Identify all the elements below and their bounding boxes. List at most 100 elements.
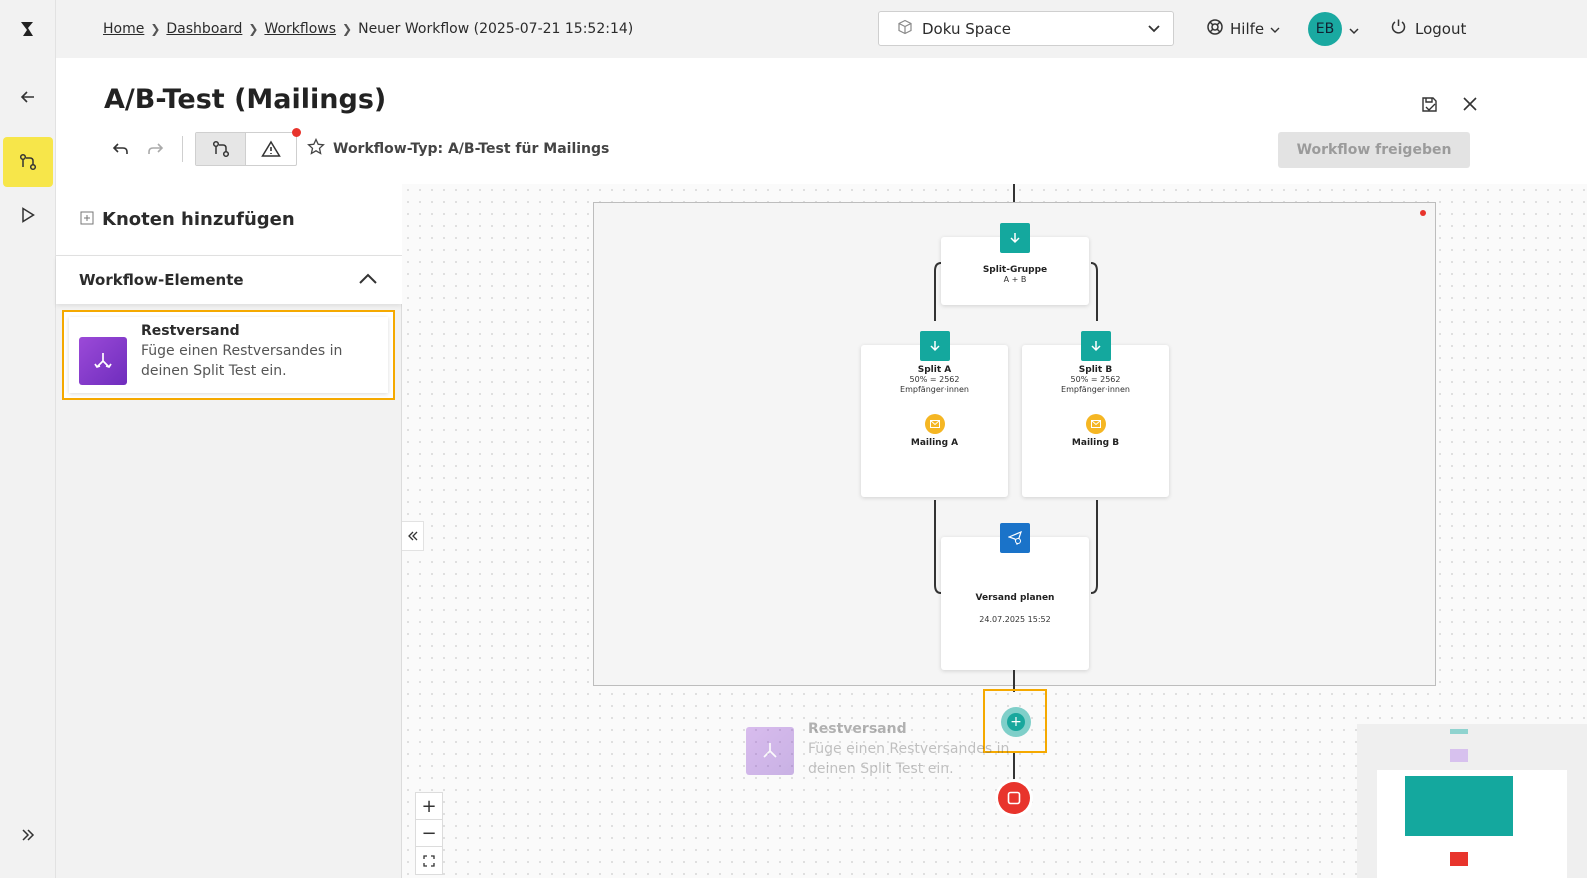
release-workflow-button[interactable]: Workflow freigeben [1278,132,1470,168]
chevron-down-icon[interactable] [1348,21,1360,40]
node-split-group[interactable]: Split-Gruppe A + B [941,223,1089,305]
zoom-in-button[interactable]: + [416,793,442,820]
ghost-description: Füge einen Restversandes in deinen Split… [808,741,1010,777]
app-logo[interactable] [0,0,56,58]
end-node-icon[interactable] [998,782,1030,814]
expand-rail-icon[interactable] [3,810,53,860]
close-icon[interactable] [1462,96,1478,116]
chevron-right-icon: ❯ [248,22,259,36]
connector-line [1013,751,1015,782]
workflow-type-label: Workflow-Typ: A/B-Test für Mailings [333,141,610,157]
breadcrumb-current: Neuer Workflow (2025-07-21 15:52:14) [358,21,634,37]
warning-badge [292,128,301,137]
node-schedule[interactable]: Versand planen 24.07.2025 15:52 [941,523,1089,670]
chevron-right-icon: ❯ [342,22,353,36]
panel-title: Knoten hinzufügen [56,184,402,256]
star-icon[interactable] [307,137,325,160]
node-line2: Empfänger·innen [900,385,969,394]
avatar[interactable]: EB [1308,12,1342,46]
minimap-group [1405,776,1513,836]
section-workflow-elements[interactable]: Workflow-Elemente [56,256,402,304]
minimap-node [1450,729,1468,734]
element-title: Restversand [141,323,240,339]
node-split-b[interactable]: Split B 50% = 2562 Empfänger·innen Maili… [1022,331,1169,497]
editor-toolbar: Workflow-Typ: A/B-Test für Mailings [104,128,610,166]
arrow-down-icon [1080,331,1111,361]
element-description: Füge einen Restversandes in deinen Split… [141,343,343,379]
mail-icon [924,414,945,434]
cube-icon [897,19,913,39]
minimap-viewport [1377,770,1567,878]
help-label: Hilfe [1230,20,1265,38]
element-restversand[interactable]: Restversand Füge einen Restversandes in … [62,310,395,400]
minimap-end-node [1450,852,1468,866]
node-title: Split A [917,365,952,375]
save-icon[interactable] [1421,96,1439,118]
breadcrumb-workflows[interactable]: Workflows [264,21,337,37]
node-title: Split B [1078,365,1113,375]
space-select-value: Doku Space [922,19,1011,38]
undo-icon[interactable] [104,132,138,166]
connector-line [1013,670,1015,692]
breadcrumb: Home ❯ Dashboard ❯ Workflows ❯ Neuer Wor… [103,21,633,37]
zoom-out-button[interactable]: − [416,820,442,847]
workflow-header: A/B-Test (Mailings) Workflow-Typ: A/B [56,58,1587,184]
chevron-down-icon [1270,20,1280,38]
logout-label: Logout [1415,19,1467,38]
dragged-element-ghost: Restversand Füge einen Restversandes in … [746,721,1046,791]
page-title: A/B-Test (Mailings) [104,84,387,115]
mailing-name: Mailing A [910,438,959,448]
view-toggle [195,128,301,166]
minimap-node [1450,749,1468,762]
split-merge-icon [746,727,794,775]
chevron-right-icon: ❯ [150,22,161,36]
node-line2: Empfänger·innen [1061,385,1130,394]
mail-icon [1085,414,1106,434]
add-node-button[interactable]: + [1001,707,1031,737]
node-line1: 50% = 2562 [1070,375,1121,384]
section-label: Workflow-Elemente [79,271,244,289]
toolbar-divider [182,136,183,162]
space-select[interactable]: Doku Space [878,11,1174,46]
collapse-panel-icon[interactable] [402,521,424,551]
plus-icon: + [1007,713,1025,731]
workflow-editor-icon[interactable] [3,137,53,187]
back-arrow-icon[interactable] [3,72,53,122]
node-subtitle: A + B [1003,275,1027,284]
workflow-type: Workflow-Typ: A/B-Test für Mailings [307,137,610,160]
arrow-down-icon [919,331,950,361]
element-card[interactable]: Restversand Füge einen Restversandes in … [69,317,388,393]
add-node-panel: Knoten hinzufügen Workflow-Elemente Rest… [56,184,402,878]
lifebuoy-icon [1206,18,1224,40]
zoom-controls: + − [415,792,443,875]
help-menu[interactable]: Hilfe [1206,18,1280,40]
drop-target-highlight[interactable]: + [983,689,1047,753]
logout-button[interactable]: Logout [1390,18,1466,39]
node-title: Split-Gruppe [982,265,1048,275]
fit-view-icon[interactable] [416,847,442,874]
plus-square-icon [80,209,94,230]
left-rail [0,0,56,878]
split-group-container: Split-Gruppe A + B Split A 50% = 2562 Em… [593,202,1436,686]
node-title: Versand planen [975,593,1055,603]
breadcrumb-home[interactable]: Home [103,21,145,37]
breadcrumb-dashboard[interactable]: Dashboard [166,21,243,37]
warning-icon[interactable] [246,133,296,165]
split-merge-icon [79,337,127,385]
mailing-name: Mailing B [1071,438,1120,448]
power-icon [1390,18,1407,39]
chevron-down-icon [1147,20,1161,38]
node-split-a[interactable]: Split A 50% = 2562 Empfänger·innen Maili… [861,331,1008,497]
redo-icon[interactable] [138,132,172,166]
play-icon[interactable] [3,190,53,240]
connector-line [1013,184,1015,214]
workflow-canvas[interactable]: Split-Gruppe A + B Split A 50% = 2562 Em… [402,184,1587,878]
send-schedule-icon [1000,523,1030,553]
error-dot [1420,210,1426,216]
node-date: 24.07.2025 15:52 [979,615,1051,624]
top-bar: Home ❯ Dashboard ❯ Workflows ❯ Neuer Wor… [56,0,1587,58]
workflow-view-icon[interactable] [196,133,246,165]
chevron-up-icon [358,271,378,289]
arrow-down-icon [1000,223,1030,253]
minimap[interactable] [1357,724,1587,878]
